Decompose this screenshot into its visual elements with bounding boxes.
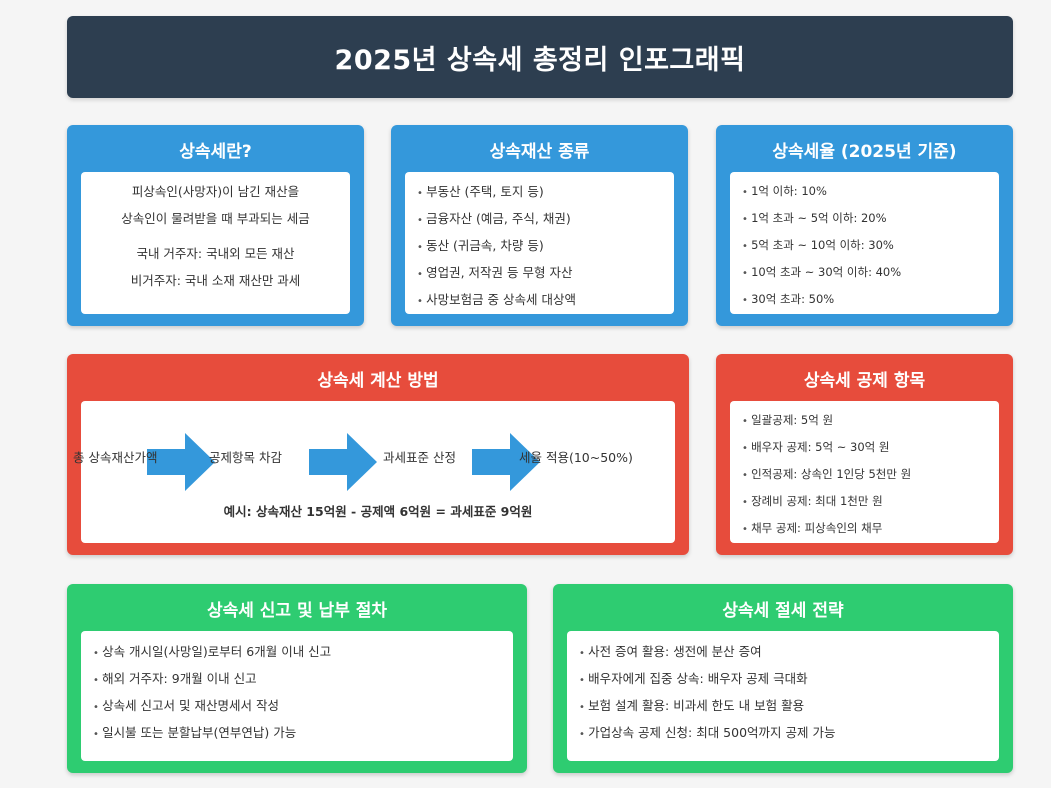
card-asset-types: 상속재산 종류 부동산 (주택, 토지 등) 금융자산 (예금, 주식, 채권)… (391, 125, 688, 326)
list-item: 일괄공제: 5억 원 (742, 407, 987, 434)
definition-line-2: 상속인이 물려받을 때 부과되는 세금 (121, 211, 310, 226)
card-tax-saving-strategy: 상속세 절세 전략 사전 증여 활용: 생전에 분산 증여 배우자에게 집중 상… (553, 584, 1013, 773)
list-item: 영업권, 저작권 등 무형 자산 (417, 259, 662, 286)
card-title: 상속세 절세 전략 (722, 600, 844, 621)
flow-step-4: 세율 적용(10~50%) (519, 450, 633, 465)
flow-step-2: 공제항목 차감 (209, 450, 282, 465)
calculation-example: 예시: 상속재산 15억원 - 공제액 6억원 = 과세표준 9억원 (223, 504, 533, 519)
list-item: 상속세 신고서 및 재산명세서 작성 (93, 692, 501, 719)
card-body: 총 상속재산가액 공제항목 차감 과세표준 산정 세율 적용(10~50%) 예… (73, 401, 675, 543)
list-item: 장례비 공제: 최대 1천만 원 (742, 488, 987, 515)
list-item: 30억 초과: 50% (742, 286, 987, 313)
arrow-right-icon (472, 433, 540, 491)
list-item: 채무 공제: 피상속인의 채무 (742, 515, 987, 542)
arrow-right-icon (147, 433, 215, 491)
title-banner: 2025년 상속세 총정리 인포그래픽 (67, 16, 1013, 98)
list-item: 인적공제: 상속인 1인당 5천만 원 (742, 461, 987, 488)
card-calculation-method: 상속세 계산 방법 총 상속재산가액 공제항목 차감 과세표준 산정 세율 적용… (67, 354, 689, 555)
card-title: 상속세 공제 항목 (803, 370, 926, 391)
list-item: 1억 이하: 10% (742, 178, 987, 205)
card-title: 상속재산 종류 (489, 141, 590, 162)
card-body: 일괄공제: 5억 원 배우자 공제: 5억 ~ 30억 원 인적공제: 상속인 … (730, 401, 999, 543)
card-title: 상속세율 (2025년 기준) (772, 141, 957, 162)
list-item: 부동산 (주택, 토지 등) (417, 178, 662, 205)
list-item: 배우자 공제: 5억 ~ 30억 원 (742, 434, 987, 461)
card-body: 사전 증여 활용: 생전에 분산 증여 배우자에게 집중 상속: 배우자 공제 … (567, 631, 999, 761)
deduction-list: 일괄공제: 5억 원 배우자 공제: 5억 ~ 30억 원 인적공제: 상속인 … (730, 401, 999, 542)
list-item: 1억 초과 ~ 5억 이하: 20% (742, 205, 987, 232)
card-body: 피상속인(사망자)이 남긴 재산을 상속인이 물려받을 때 부과되는 세금 국내… (81, 172, 350, 314)
card-title: 상속세 계산 방법 (317, 370, 439, 391)
scope-line-2: 비거주자: 국내 소재 재산만 과세 (130, 273, 301, 288)
card-what-is-inheritance-tax: 상속세란? 피상속인(사망자)이 남긴 재산을 상속인이 물려받을 때 부과되는… (67, 125, 364, 326)
card-body: 1억 이하: 10% 1억 초과 ~ 5억 이하: 20% 5억 초과 ~ 10… (730, 172, 999, 314)
page-title: 2025년 상속세 총정리 인포그래픽 (334, 44, 746, 76)
strategy-list: 사전 증여 활용: 생전에 분산 증여 배우자에게 집중 상속: 배우자 공제 … (567, 631, 999, 746)
scope-line-1: 국내 거주자: 국내외 모든 재산 (136, 246, 295, 261)
list-item: 사전 증여 활용: 생전에 분산 증여 (579, 638, 987, 665)
flow-step-3: 과세표준 산정 (383, 450, 456, 465)
calculation-flow: 총 상속재산가액 공제항목 차감 과세표준 산정 세율 적용(10~50%) 예… (73, 401, 675, 543)
rate-list: 1억 이하: 10% 1억 초과 ~ 5억 이하: 20% 5억 초과 ~ 10… (730, 172, 999, 313)
list-item: 5억 초과 ~ 10억 이하: 30% (742, 232, 987, 259)
list-item: 배우자에게 집중 상속: 배우자 공제 극대화 (579, 665, 987, 692)
definition-line-1: 피상속인(사망자)이 남긴 재산을 (131, 184, 300, 199)
list-item: 일시불 또는 분할납부(연부연납) 가능 (93, 719, 501, 746)
card-tax-rates: 상속세율 (2025년 기준) 1억 이하: 10% 1억 초과 ~ 5억 이하… (716, 125, 1013, 326)
arrow-right-icon (309, 433, 377, 491)
card-body: 상속 개시일(사망일)로부터 6개월 이내 신고 해외 거주자: 9개월 이내 … (81, 631, 513, 761)
filing-list: 상속 개시일(사망일)로부터 6개월 이내 신고 해외 거주자: 9개월 이내 … (81, 631, 513, 746)
list-item: 보험 설계 활용: 비과세 한도 내 보험 활용 (579, 692, 987, 719)
card-title: 상속세 신고 및 납부 절차 (206, 600, 388, 621)
list-item: 10억 초과 ~ 30억 이하: 40% (742, 259, 987, 286)
list-item: 해외 거주자: 9개월 이내 신고 (93, 665, 501, 692)
flow-step-1: 총 상속재산가액 (73, 450, 158, 465)
list-item: 사망보험금 중 상속세 대상액 (417, 286, 662, 313)
card-deductions: 상속세 공제 항목 일괄공제: 5억 원 배우자 공제: 5억 ~ 30억 원 … (716, 354, 1013, 555)
card-body: 부동산 (주택, 토지 등) 금융자산 (예금, 주식, 채권) 동산 (귀금속… (405, 172, 674, 314)
list-item: 동산 (귀금속, 차량 등) (417, 232, 662, 259)
list-item: 금융자산 (예금, 주식, 채권) (417, 205, 662, 232)
list-item: 상속 개시일(사망일)로부터 6개월 이내 신고 (93, 638, 501, 665)
card-title: 상속세란? (179, 141, 252, 162)
asset-list: 부동산 (주택, 토지 등) 금융자산 (예금, 주식, 채권) 동산 (귀금속… (405, 172, 674, 313)
list-item: 가업상속 공제 신청: 최대 500억까지 공제 가능 (579, 719, 987, 746)
card-filing-procedure: 상속세 신고 및 납부 절차 상속 개시일(사망일)로부터 6개월 이내 신고 … (67, 584, 527, 773)
